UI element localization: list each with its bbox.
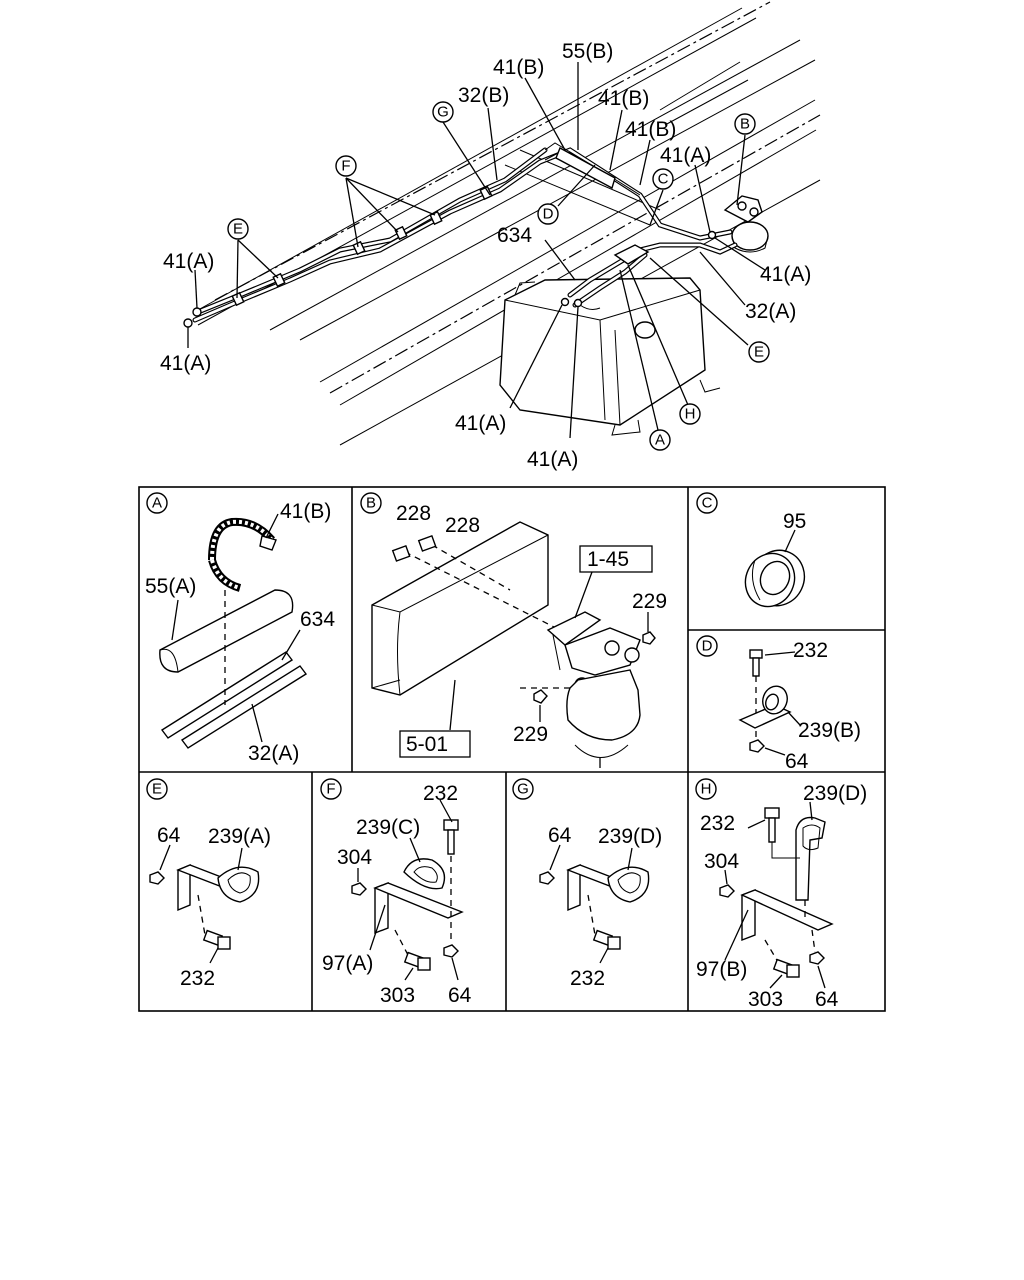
overview-callout-f: F [335,155,357,177]
panel-f: F 232 239(C) 304 97(A) 303 64 [320,778,472,1007]
label-41b-top: 41(B) [493,56,544,79]
fuel-lines [192,142,738,323]
panel-a-label-32a: 32(A) [248,742,299,765]
panel-h-label-239d: 239(D) [803,782,867,805]
overview-callout-c: C [652,168,674,190]
panel-h-id: H [701,781,712,798]
panel-f-label-232: 232 [423,782,458,805]
svg-text:D: D [543,206,554,223]
panel-h-label-303: 303 [748,988,783,1011]
svg-text:C: C [658,171,669,188]
fuel-tank [499,277,721,436]
label-41b-second: 41(B) [598,87,649,110]
panel-b-ref-5-01: 5-01 [406,733,448,756]
panel-b-label-228-2: 228 [445,514,480,537]
label-634: 634 [497,224,532,247]
panel-d-label-239b: 239(B) [798,719,861,742]
panel-g-label-64: 64 [548,824,572,847]
overview-callout-a: A [649,429,671,451]
svg-text:F: F [341,158,350,175]
panel-e: E 64 239(A) 232 [146,778,271,990]
panel-e-label-232: 232 [180,967,215,990]
panel-a-label-55a: 55(A) [145,575,196,598]
label-32a: 32(A) [745,300,796,323]
panel-e-label-64: 64 [157,824,181,847]
panel-e-label-239a: 239(A) [208,825,271,848]
panel-h: H 239(D) 232 304 97(B) 303 64 [695,778,867,1011]
panel-f-label-97a: 97(A) [322,952,373,975]
panel-a-id: A [152,495,162,512]
panel-a-label-634: 634 [300,608,335,631]
panel-b: B 228 228 229 229 1-45 5-01 [360,492,667,768]
panel-g-label-239d: 239(D) [598,825,662,848]
overview-callout-h: H [679,403,701,425]
label-41a-left1: 41(A) [163,250,214,273]
label-41a-bottom2: 41(A) [527,448,578,471]
panel-h-label-97b: 97(B) [696,958,747,981]
svg-text:E: E [754,344,764,361]
panel-h-label-304: 304 [704,850,739,873]
panel-b-id: B [366,495,376,512]
fuel-filter-overview [723,195,769,253]
panel-b-ref-box-1-45 [579,545,653,573]
panel-c: C 95 [696,492,806,608]
label-41b-third: 41(B) [625,118,676,141]
panel-f-label-239c: 239(C) [356,816,420,839]
panel-d-id: D [702,638,713,655]
label-41a-right: 41(A) [760,263,811,286]
panel-e-id: E [152,781,162,798]
panel-a-label-41b: 41(B) [280,500,331,523]
panel-c-id: C [702,495,713,512]
line-clamps [183,185,717,328]
overview-callout-e2: E [748,341,770,363]
overview-callout-e: E [227,218,249,240]
label-41a-top: 41(A) [660,144,711,167]
panel-f-label-303: 303 [380,984,415,1007]
panel-g: G 64 239(D) 232 [512,778,662,990]
panel-h-label-232: 232 [700,812,735,835]
detail-panel-grid [138,486,886,1012]
panel-f-label-64: 64 [448,984,472,1007]
panel-b-ref-box-5-01 [399,730,471,758]
svg-text:E: E [233,221,243,238]
label-41a-bottom1: 41(A) [455,412,506,435]
panel-d-label-232: 232 [793,639,828,662]
panel-d: D 232 239(B) 64 [696,635,861,773]
panel-f-id: F [326,781,335,798]
overview-leader-lines [187,62,766,439]
panel-c-label-95: 95 [783,510,806,533]
panel-h-label-64: 64 [815,988,839,1011]
panel-g-id: G [517,781,529,798]
panel-b-label-228-1: 228 [396,502,431,525]
panel-b-label-229-1: 229 [632,590,667,613]
svg-text:B: B [740,116,750,133]
panel-f-label-304: 304 [337,846,372,869]
label-55b: 55(B) [562,40,613,63]
label-32b: 32(B) [458,84,509,107]
panel-g-label-232: 232 [570,967,605,990]
svg-text:H: H [685,406,696,423]
panel-b-label-229-2: 229 [513,723,548,746]
overview-callout-b: B [734,113,756,135]
svg-text:G: G [437,104,449,121]
label-41a-left2: 41(A) [160,352,211,375]
overview-callout-g: G [432,101,454,123]
svg-text:A: A [655,432,665,449]
panel-a: A 41(B) 55(A) 634 32(A) [145,492,335,765]
panel-b-ref-1-45: 1-45 [587,548,629,571]
panel-d-label-64: 64 [785,750,809,773]
overview-callout-d: D [537,203,559,225]
